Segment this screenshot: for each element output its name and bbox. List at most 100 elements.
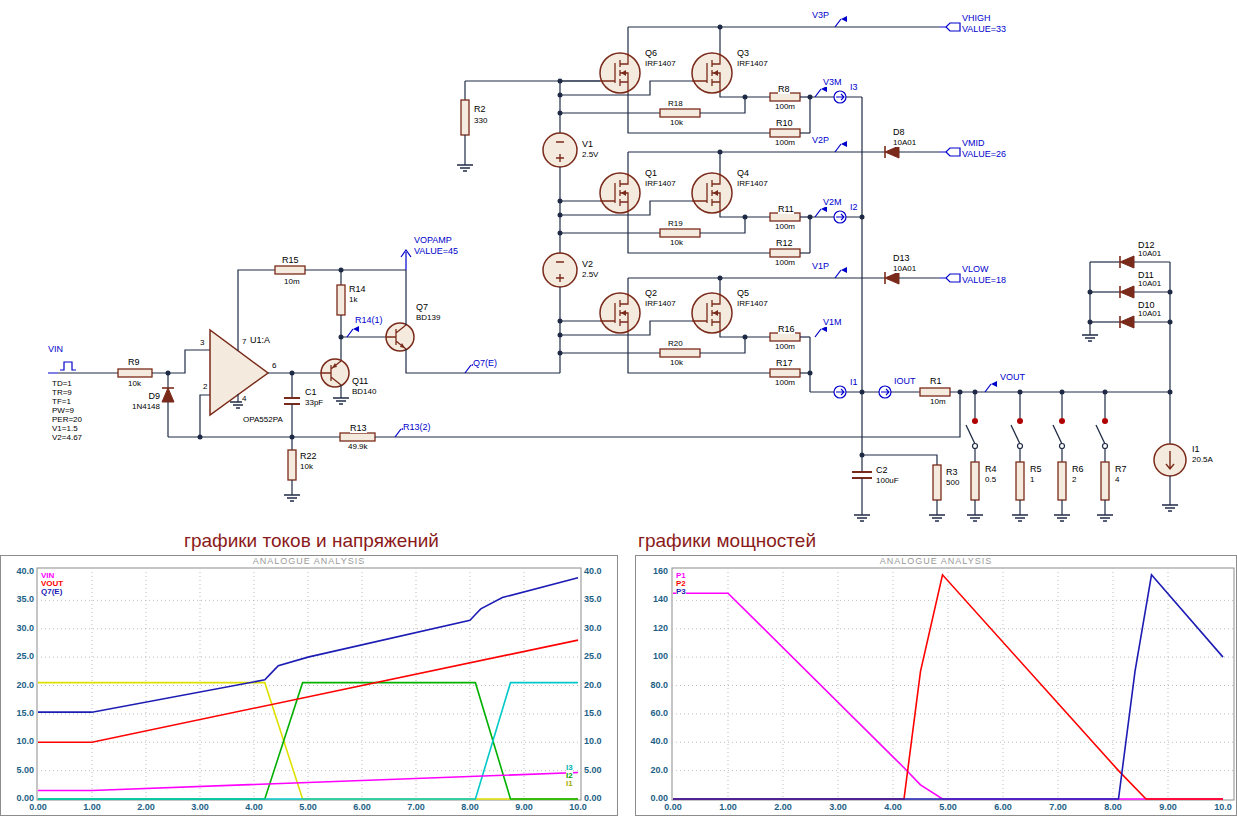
- part-value: R19: [668, 220, 683, 228]
- part-value: 100m: [775, 379, 795, 387]
- power-terminal: [940, 148, 960, 156]
- part-value: 4: [1115, 476, 1119, 484]
- part-name: R22: [300, 452, 317, 461]
- wire: [405, 270, 406, 325]
- resistor-symbol: [933, 465, 941, 500]
- wire: [628, 333, 770, 373]
- wire: [1169, 262, 1170, 392]
- part-value: 3: [200, 339, 204, 347]
- part-value: 10k: [670, 119, 683, 127]
- part-name: C1: [305, 388, 317, 397]
- part-value: 10k: [670, 359, 683, 367]
- grid-line: [672, 685, 1234, 686]
- transistor-body: [386, 323, 414, 351]
- resistor-symbol: [288, 450, 296, 480]
- current-probe: [834, 91, 846, 103]
- chart-heading: графики токов и напряжений: [184, 531, 439, 552]
- chart-banner: ANALOGUE ANALYSIS: [636, 557, 1236, 566]
- current-source: [1154, 444, 1186, 476]
- grid-line: [362, 568, 363, 800]
- probe-label: V1P: [812, 262, 829, 271]
- probe-label: V3M: [823, 78, 842, 87]
- chart-heading: графики мощностей: [638, 531, 816, 552]
- part-value: 330: [474, 117, 487, 125]
- voltage-probe: [835, 144, 841, 152]
- resistor-symbol: [770, 93, 800, 101]
- mosfet-body: [692, 53, 732, 93]
- wire: [291, 480, 292, 495]
- part-value: 10m: [930, 398, 946, 406]
- mosfet-body: [692, 293, 732, 333]
- current-probe-arrow: [836, 94, 844, 100]
- part-value: 10k: [128, 380, 141, 388]
- axis-tick: 10.0: [1214, 803, 1232, 812]
- diode-symbol: [162, 388, 174, 402]
- axis-tick: 5.00: [299, 803, 317, 812]
- grid-line: [672, 742, 1234, 743]
- voltage-probe-head: [991, 381, 997, 387]
- junction-dot: [808, 371, 813, 376]
- part-name: R12: [776, 239, 793, 248]
- wire: [700, 337, 745, 353]
- switch-lever: [1011, 425, 1020, 444]
- axis-tick: 60.0: [650, 709, 668, 718]
- trace-line: [673, 575, 1223, 799]
- wire: [340, 270, 341, 285]
- mosfet-body: [600, 173, 640, 213]
- grid-line: [1168, 568, 1169, 800]
- axis-tick: 6.00: [353, 803, 371, 812]
- part-value: 500: [946, 479, 959, 487]
- wire: [305, 269, 406, 270]
- part-name: D10: [1138, 301, 1155, 310]
- mosfet-body: [600, 293, 640, 333]
- wire: [1169, 392, 1170, 444]
- diode-bar: [1119, 316, 1121, 328]
- probe-label: I2: [850, 203, 858, 212]
- voltage-probe: [815, 89, 821, 97]
- part-name: V1: [582, 140, 593, 149]
- grid-line: [37, 685, 581, 686]
- voltage-probe-head: [841, 16, 847, 22]
- diode-bar: [884, 272, 886, 284]
- part-value: 10A01: [1138, 250, 1161, 258]
- probe-label: VALUE=33: [962, 25, 1006, 34]
- part-value: 10k: [300, 463, 313, 471]
- mosfet-symbol: [692, 173, 720, 213]
- part-value: 4: [242, 395, 246, 403]
- mosfet-arrow: [621, 190, 626, 196]
- trace-name: VOUT: [41, 580, 63, 588]
- grid-line: [672, 713, 1234, 714]
- wire: [291, 373, 292, 398]
- part-name: I1: [1192, 445, 1200, 454]
- voltage-probe: [395, 429, 401, 437]
- wire: [167, 402, 168, 437]
- axis-tick: 9.00: [1159, 803, 1177, 812]
- probe-label: VOPAMP: [414, 236, 452, 245]
- axis-tick: 120: [653, 624, 668, 633]
- wire: [936, 500, 937, 515]
- part-value: 2: [203, 383, 207, 391]
- junction-dot: [718, 25, 723, 30]
- wire: [1134, 291, 1170, 292]
- part-name: R6: [1072, 465, 1084, 474]
- wire: [1104, 500, 1105, 515]
- axis-tick: 8.00: [1104, 803, 1122, 812]
- diode-symbol: [885, 272, 899, 284]
- part-value: 20.5A: [1192, 456, 1213, 464]
- resistor-symbol: [660, 349, 700, 357]
- trace-line: [38, 772, 578, 790]
- ground-symbol: [284, 495, 300, 501]
- ground-symbol: [1054, 515, 1070, 521]
- axis-tick: 40.0: [650, 737, 668, 746]
- wire: [200, 395, 210, 437]
- trace-line: [38, 683, 578, 799]
- wire: [700, 97, 745, 113]
- axis-tick: 4.00: [245, 803, 263, 812]
- axis-tick: 0.00: [664, 803, 682, 812]
- part-value: 100m: [775, 223, 795, 231]
- axis-tick: 40.0: [584, 567, 602, 576]
- axis-tick: 6.00: [994, 803, 1012, 812]
- switch-lever: [1096, 425, 1105, 444]
- mosfet-symbol: [600, 53, 628, 93]
- wire: [237, 394, 238, 402]
